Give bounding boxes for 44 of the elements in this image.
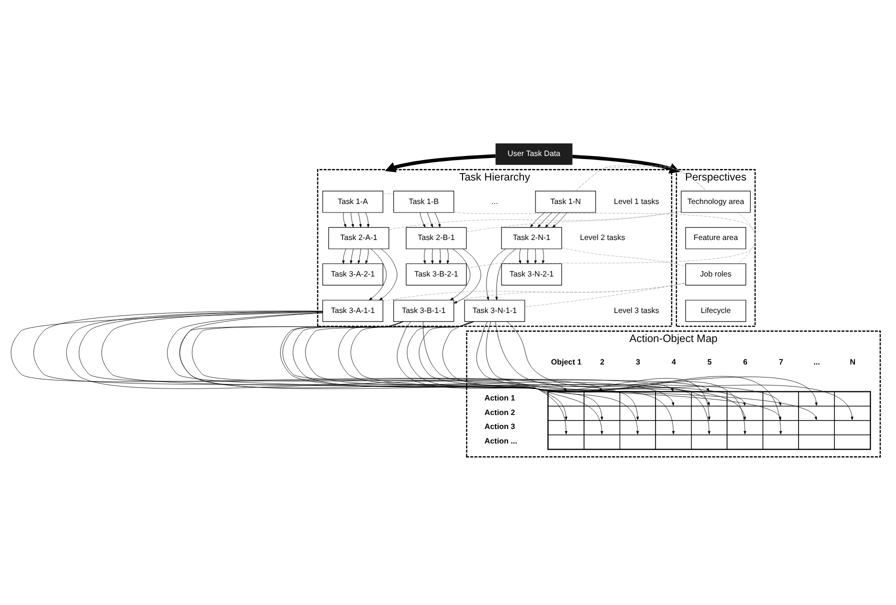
arrow <box>572 154 680 174</box>
connector <box>454 282 686 302</box>
arrow <box>526 248 529 264</box>
arrow <box>179 321 639 434</box>
arrow <box>167 312 639 420</box>
arrow <box>507 321 854 420</box>
arrow <box>538 212 552 228</box>
connector <box>576 165 707 192</box>
arrow <box>379 248 398 300</box>
arrow <box>454 248 482 304</box>
arrow <box>420 212 426 228</box>
arrow <box>358 248 361 264</box>
arrow <box>358 212 362 228</box>
arrow <box>518 248 522 264</box>
arrow <box>542 248 545 264</box>
connector <box>466 211 682 232</box>
arrow <box>384 154 496 172</box>
arrow <box>545 212 560 228</box>
arrow <box>350 212 354 228</box>
arrow <box>534 248 537 264</box>
arrow <box>368 248 387 300</box>
arrow <box>342 248 346 264</box>
arrow <box>343 212 346 228</box>
arrow <box>438 248 442 264</box>
connector <box>382 282 686 302</box>
arrow <box>365 248 368 264</box>
arrow <box>396 322 746 420</box>
arrow <box>552 212 568 228</box>
arrow <box>442 321 782 434</box>
arrow <box>431 248 434 264</box>
arrow <box>406 321 746 434</box>
arrow <box>427 212 433 228</box>
arrow <box>495 248 516 300</box>
connector <box>524 282 686 308</box>
arrow <box>350 248 354 264</box>
arrow <box>434 212 441 228</box>
connector <box>562 247 686 266</box>
arrow <box>450 248 470 300</box>
arrow <box>495 321 818 406</box>
arrow <box>446 248 450 264</box>
arrow <box>365 212 370 228</box>
arrow <box>530 212 545 228</box>
arrow <box>486 248 506 300</box>
arrow <box>423 248 426 264</box>
